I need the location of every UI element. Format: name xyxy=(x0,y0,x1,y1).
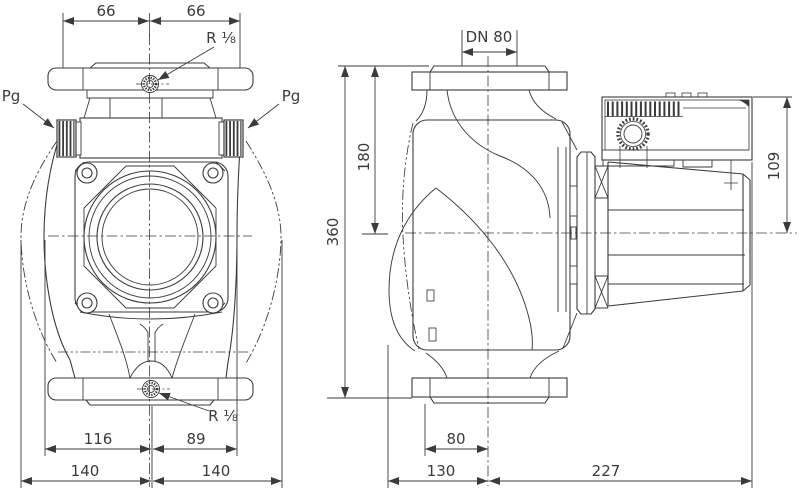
side-view xyxy=(388,56,797,486)
lantern-clamp-top xyxy=(594,165,609,199)
gland-right-label: Pg xyxy=(282,87,301,105)
lantern-clamp-bottom xyxy=(594,275,609,309)
vent-leader-line xyxy=(157,46,215,81)
dim-360: 360 xyxy=(324,218,342,247)
dim-66-left: 66 xyxy=(96,2,115,20)
front-dimension-labels: 66 66 R ⅛ R ⅛ Pg Pg 116 89 140 140 xyxy=(2,2,301,480)
front-view xyxy=(20,13,282,487)
motor-body xyxy=(607,161,751,307)
upper-neck xyxy=(83,97,217,119)
front-centerlines xyxy=(48,13,252,487)
flange-bolts xyxy=(76,162,224,314)
side-bottom-flange xyxy=(411,377,568,404)
dim-140-right: 140 xyxy=(202,462,231,480)
stator-rings xyxy=(83,170,217,304)
side-centerlines xyxy=(405,56,797,486)
side-dimension-labels: DN 80 360 180 109 80 130 227 xyxy=(324,28,783,480)
dim-89: 89 xyxy=(186,430,205,448)
dim-109: 109 xyxy=(765,152,783,181)
volute-body xyxy=(388,89,571,379)
motor-flange-side xyxy=(557,121,609,349)
dim-80: 80 xyxy=(446,430,465,448)
dim-130: 130 xyxy=(427,462,456,480)
volute-belly xyxy=(388,187,437,352)
side-top-flange xyxy=(411,65,568,91)
dim-116: 116 xyxy=(84,430,113,448)
dim-66-right: 66 xyxy=(186,2,205,20)
terminal-box-edge xyxy=(79,117,223,159)
terminal-box xyxy=(601,92,753,190)
gland-left-label: Pg xyxy=(2,87,21,105)
vent-plug xyxy=(136,75,169,93)
drain-leader-line xyxy=(158,392,210,412)
phantom-arc-right xyxy=(245,140,282,364)
pump-housing-silhouette xyxy=(20,131,282,379)
gland-right-leader xyxy=(247,103,280,129)
dim-dn80: DN 80 xyxy=(466,28,513,46)
front-dimensions xyxy=(20,13,283,488)
drain-plug xyxy=(137,380,170,398)
drain-label: R ⅛ xyxy=(208,407,238,425)
phantom-arc-left xyxy=(20,140,58,364)
side-dimensions xyxy=(327,30,792,488)
vent-label: R ⅛ xyxy=(206,29,236,47)
dim-227: 227 xyxy=(592,462,621,480)
lower-neck xyxy=(79,311,223,379)
volute-spiral xyxy=(435,187,533,351)
dim-140-left: 140 xyxy=(71,462,100,480)
phantom-arc-side xyxy=(401,122,420,350)
conduit-mark xyxy=(724,160,738,190)
dim-180: 180 xyxy=(355,143,373,172)
cable-gland-left xyxy=(56,119,82,158)
speed-selector-knob[interactable] xyxy=(616,117,650,151)
gland-left-leader xyxy=(22,103,55,129)
cable-gland-right xyxy=(218,119,244,158)
